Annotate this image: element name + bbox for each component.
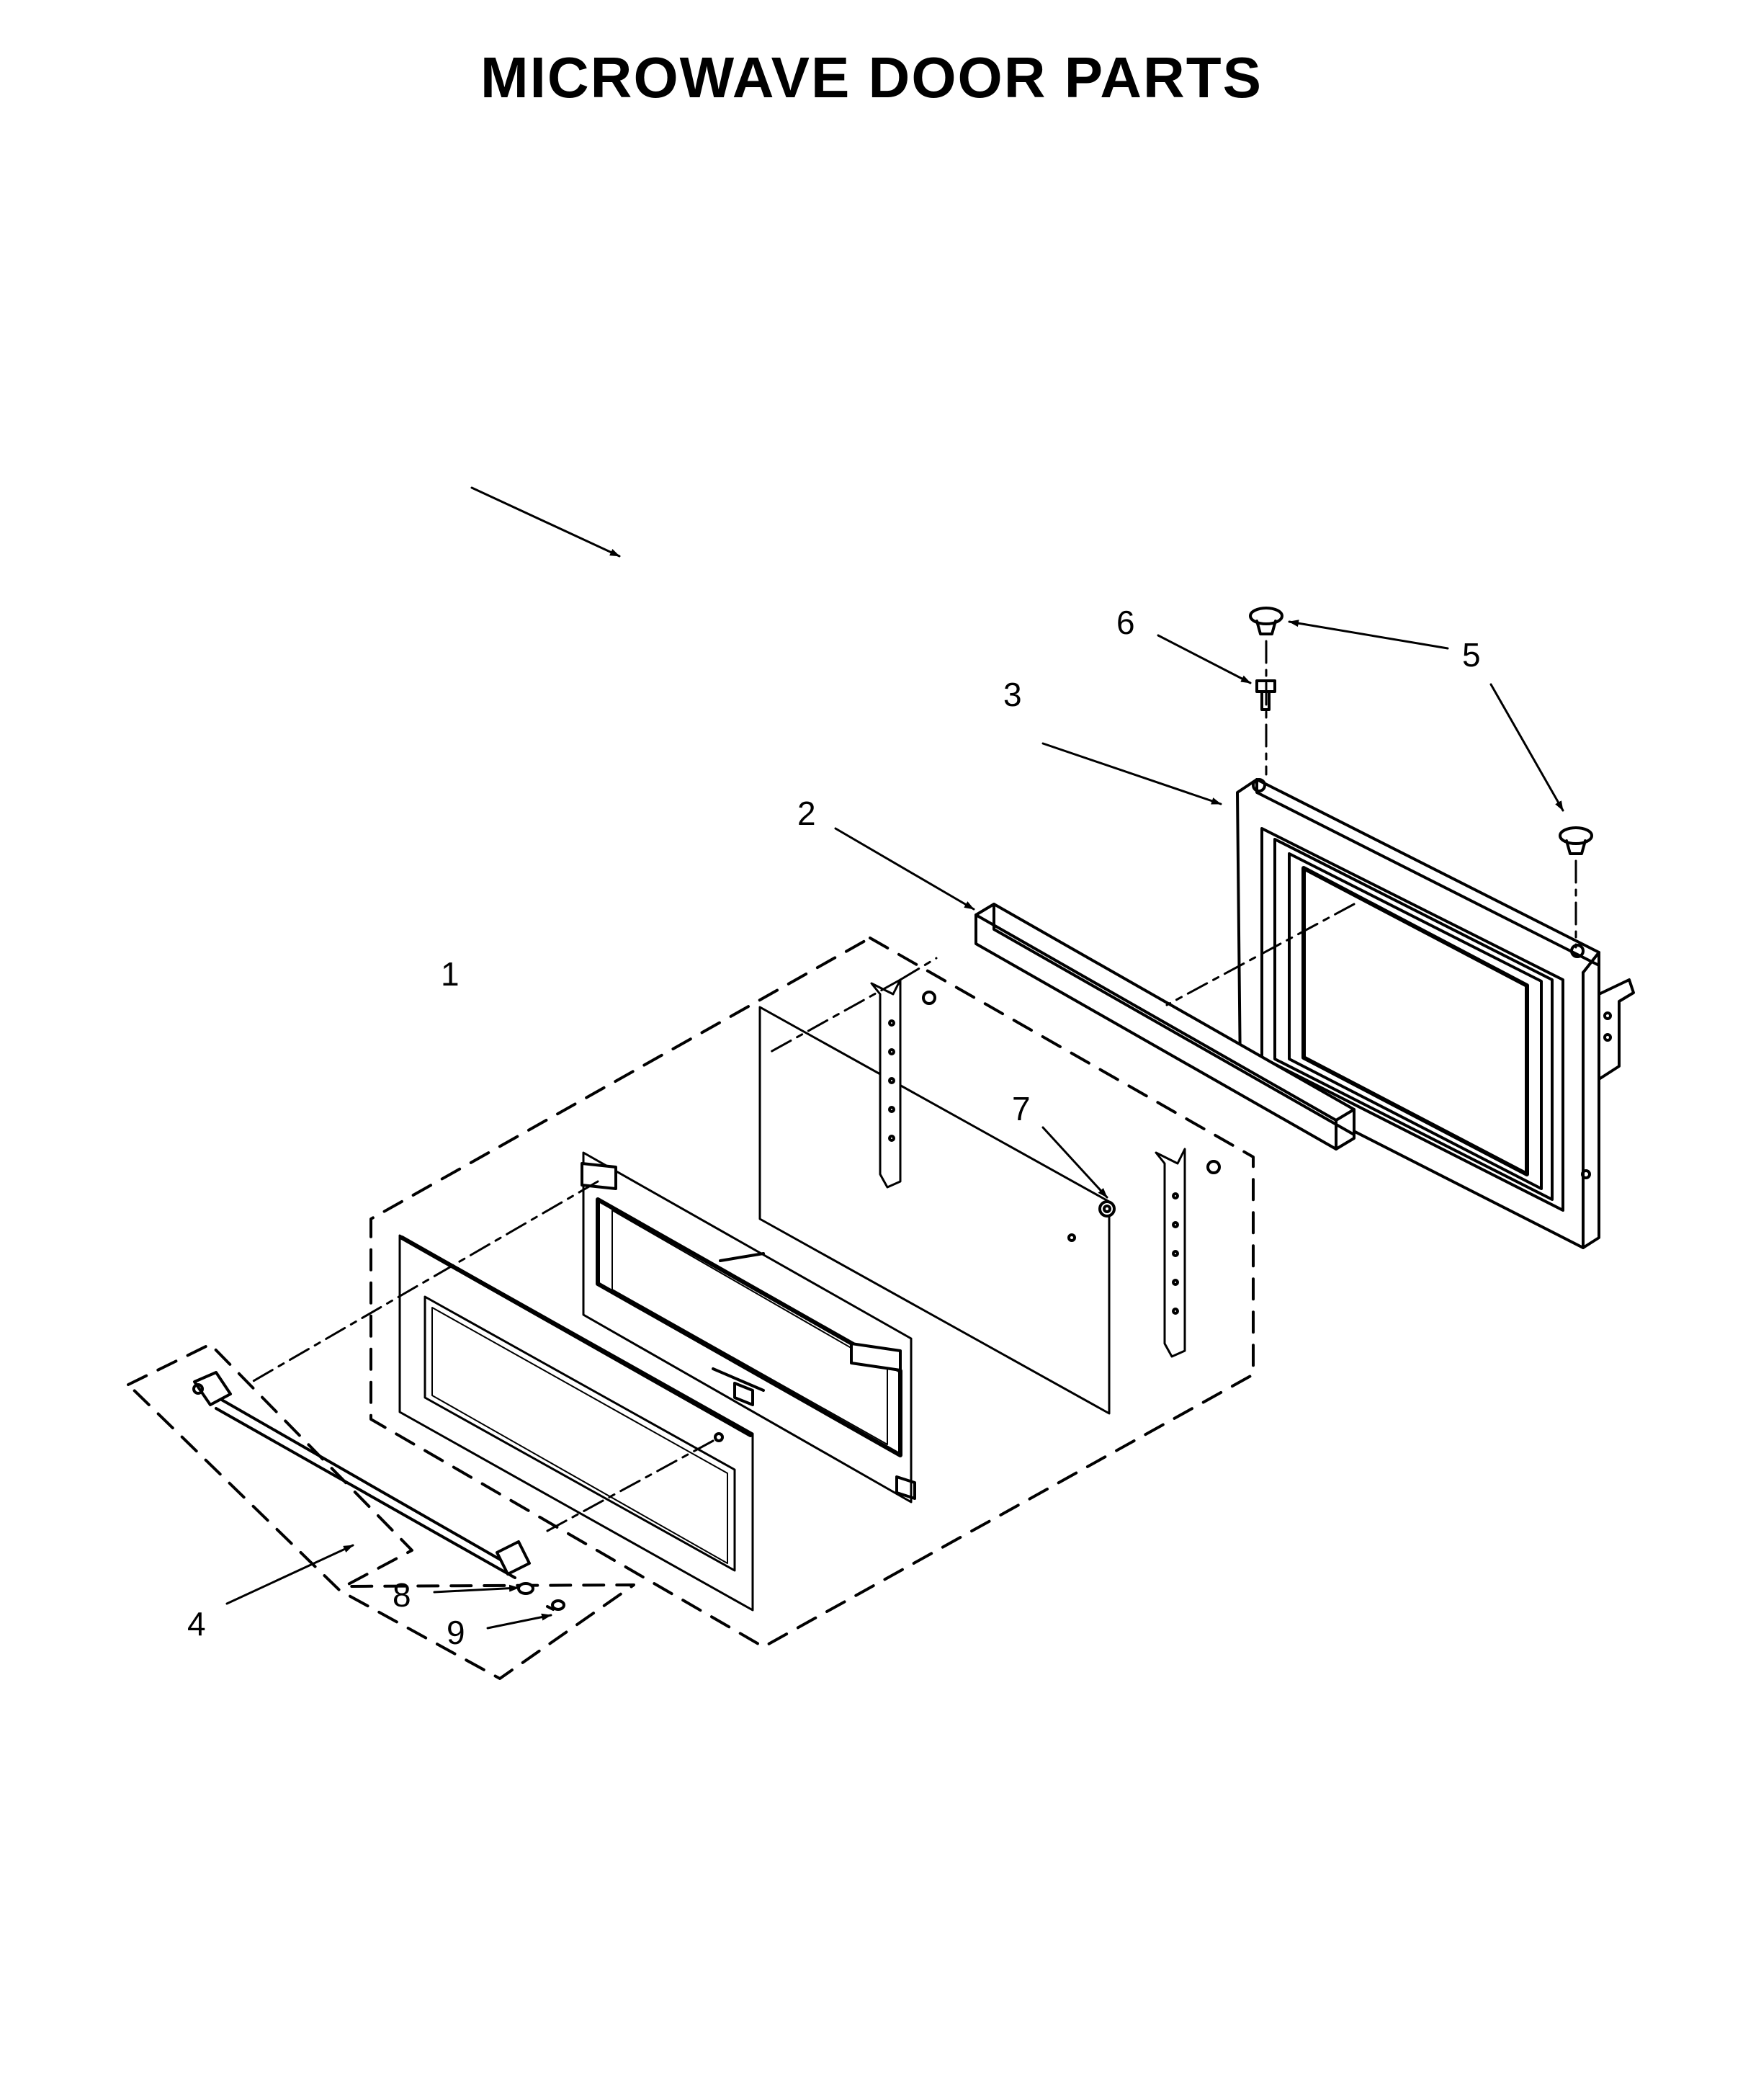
callout-5: 5	[1462, 636, 1481, 674]
handle-washer	[517, 1582, 534, 1595]
alignment-lines	[251, 640, 1577, 1532]
callout-2: 2	[797, 795, 816, 832]
callout-leaders	[225, 486, 1564, 1630]
callout-3: 3	[1003, 676, 1022, 713]
door-screen-frame	[581, 1151, 916, 1503]
right-door-hinge-strip	[1155, 1148, 1221, 1358]
handle-screw	[546, 1599, 565, 1611]
callout-9: 9	[447, 1614, 465, 1651]
inner-glass-panel	[758, 1006, 1116, 1415]
callout-6: 6	[1116, 604, 1135, 641]
callout-7: 7	[1012, 1090, 1031, 1127]
outer-door-panel	[398, 1234, 754, 1612]
mounting-screw	[1255, 679, 1276, 711]
callout-8: 8	[393, 1576, 411, 1614]
plug-button-top	[1249, 607, 1283, 635]
assembly-1-dashed-outline	[369, 937, 1255, 1648]
callout-labels: 1 2 3 4 5 6 7 8 9	[187, 604, 1481, 1651]
plug-button-side	[1559, 826, 1593, 855]
assembly-4-dashed-outline	[127, 1343, 635, 1680]
page-title: MICROWAVE DOOR PARTS	[480, 45, 1263, 110]
left-door-hinge-strip	[870, 978, 936, 1189]
callout-4: 4	[187, 1605, 206, 1643]
callout-1: 1	[441, 955, 460, 993]
door-handle	[192, 1371, 531, 1579]
inner-door-frame	[1236, 778, 1635, 1249]
choke-seal-bar	[974, 903, 1356, 1150]
